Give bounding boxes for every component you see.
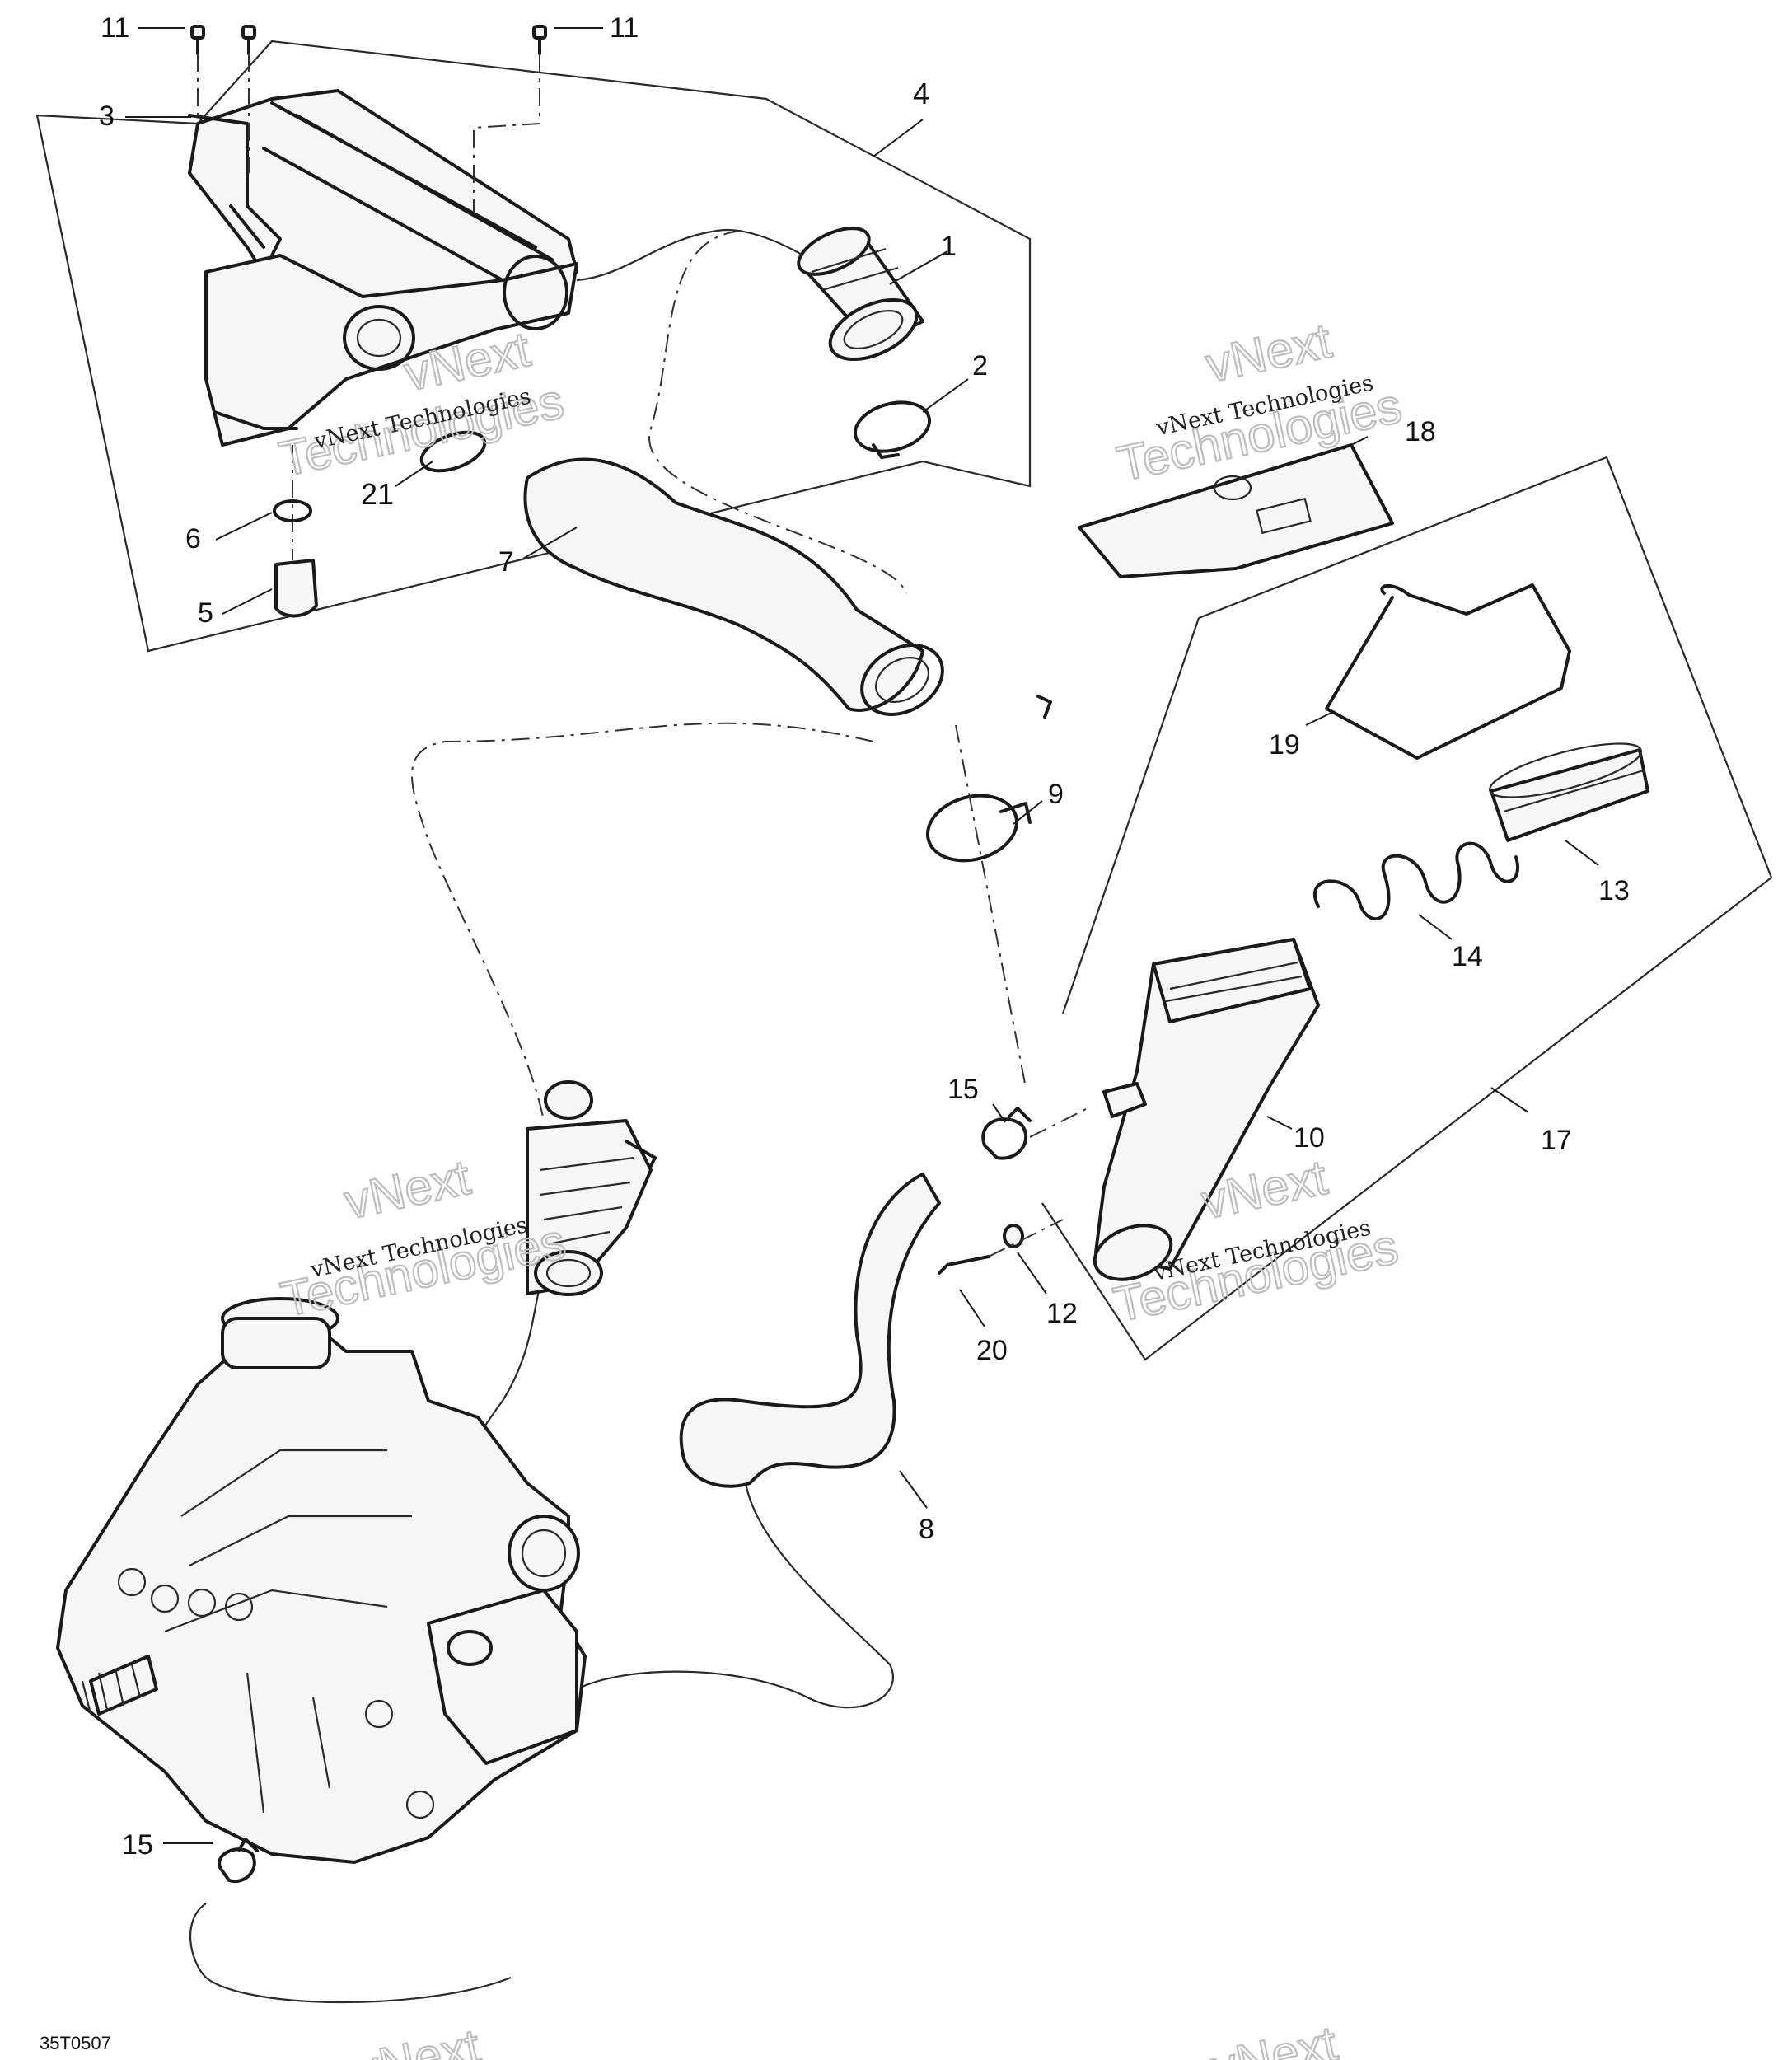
leader-10 [1266, 1116, 1293, 1130]
callout-8: 8 [919, 1514, 934, 1545]
spring-part-14 [1313, 841, 1519, 920]
airbox-top-rail [262, 101, 554, 282]
svg-text:vNext: vNext [1201, 312, 1336, 392]
callout-4: 4 [913, 77, 929, 110]
watermark-middle-left: vNext Technologies vNext Technologies [275, 1149, 571, 1328]
bolt-11-left [190, 25, 205, 55]
leader-1 [889, 250, 948, 285]
intake-hose-part-7 [523, 457, 924, 712]
airbox-bottom-lip [213, 410, 298, 430]
watermark-bottom-left: vNext [349, 2017, 485, 2060]
leader-20 [959, 1289, 985, 1327]
leader-15a [992, 1103, 1006, 1123]
clamp-15-centerline [1029, 1107, 1088, 1138]
airbox-body [204, 254, 578, 447]
leader-5 [222, 588, 273, 615]
leader-21 [395, 461, 433, 487]
callout-5: 5 [198, 597, 213, 629]
clamp-part-15-upper [981, 1107, 1032, 1160]
callout-11-left: 11 [101, 12, 129, 44]
filter-element-part-13 [1488, 742, 1649, 842]
callout-19: 19 [1269, 729, 1300, 761]
callout-15-lower: 15 [122, 1829, 153, 1861]
clamp-part-15-lower [218, 1838, 259, 1884]
airbox-port-left [343, 305, 415, 371]
callout-7: 7 [498, 546, 514, 578]
airbox-port-left-inner [356, 318, 402, 358]
engine [56, 1297, 587, 1864]
screw-centerline [988, 1219, 1064, 1257]
hose-8-lower-outline [576, 1482, 895, 1709]
callout-21: 21 [361, 477, 394, 511]
clamp-part-21 [419, 430, 487, 473]
leader-2 [922, 378, 969, 413]
callout-9: 9 [1048, 779, 1064, 810]
screw-part-20 [938, 1255, 990, 1275]
airbox-mount-bracket [188, 114, 282, 257]
callout-20: 20 [976, 1335, 1008, 1366]
wire-retainer-part-19 [1325, 583, 1571, 760]
callout-3: 3 [99, 101, 115, 132]
svg-text:vNext: vNext [1207, 2016, 1342, 2060]
clamp-part-9 [925, 794, 1019, 863]
airbox-port-right [503, 255, 568, 330]
group-outline-left-edge [1061, 617, 1200, 1014]
clamp-part-9-screw [999, 802, 1032, 824]
leader-6 [215, 512, 273, 541]
callout-15-upper: 15 [947, 1074, 979, 1105]
group-outline-intake-silencer [1041, 456, 1773, 1361]
hose-to-silencer-centerline [955, 724, 1027, 1089]
heat-shield-slot [1256, 497, 1312, 535]
heat-shield [1078, 443, 1394, 578]
leader-9 [1013, 800, 1043, 825]
heat-shield-hole [1213, 475, 1252, 501]
bolt-11-middle [241, 25, 256, 55]
drain-cap-part-5 [274, 559, 318, 618]
washer-part-12 [1003, 1224, 1024, 1248]
callout-13: 13 [1598, 875, 1630, 906]
leader-17 [1490, 1087, 1529, 1113]
airbox-assembly [188, 89, 578, 447]
small-fastener [1036, 695, 1052, 719]
adapter-part-1 [797, 227, 924, 362]
callout-12: 12 [1046, 1298, 1078, 1329]
air-intake-silencer-part-10 [1093, 938, 1320, 1281]
callout-17: 17 [1541, 1125, 1572, 1156]
svg-text:vNext: vNext [349, 2018, 484, 2060]
airbox-to-adapter-outline [576, 229, 804, 282]
group-outline-airbox [35, 40, 1032, 653]
callout-18: 18 [1405, 416, 1436, 447]
drawing-code: 35T0507 [40, 2033, 111, 2053]
callout-11-right: 11 [610, 12, 639, 44]
intake-hose-end [860, 644, 944, 716]
callout-1: 1 [941, 231, 957, 262]
callout-10: 10 [1294, 1122, 1325, 1154]
leader-18 [1342, 436, 1369, 450]
svg-text:vNext: vNext [339, 1149, 475, 1229]
callout-14: 14 [1452, 941, 1483, 972]
bolt-11-right [532, 25, 547, 55]
leader-13 [1565, 840, 1599, 866]
clamp-part-2 [853, 400, 932, 459]
throttle-body [526, 1080, 657, 1296]
intake-hose-end-inner [875, 657, 929, 703]
leader-12 [1017, 1252, 1047, 1295]
callout-2: 2 [972, 350, 988, 382]
callout-6: 6 [185, 523, 201, 555]
leader-7 [522, 527, 578, 559]
hose-part-8 [679, 1173, 941, 1488]
leader-14 [1418, 914, 1453, 940]
leader-8 [899, 1470, 928, 1509]
watermark-bottom-right: vNext [1206, 2015, 1343, 2060]
bolt-centerline-right [473, 54, 540, 214]
leader-4 [873, 119, 924, 157]
throttle-routing-centerline [411, 230, 907, 1121]
leader-19 [1305, 710, 1336, 726]
lower-routing-loop [189, 1903, 512, 2004]
